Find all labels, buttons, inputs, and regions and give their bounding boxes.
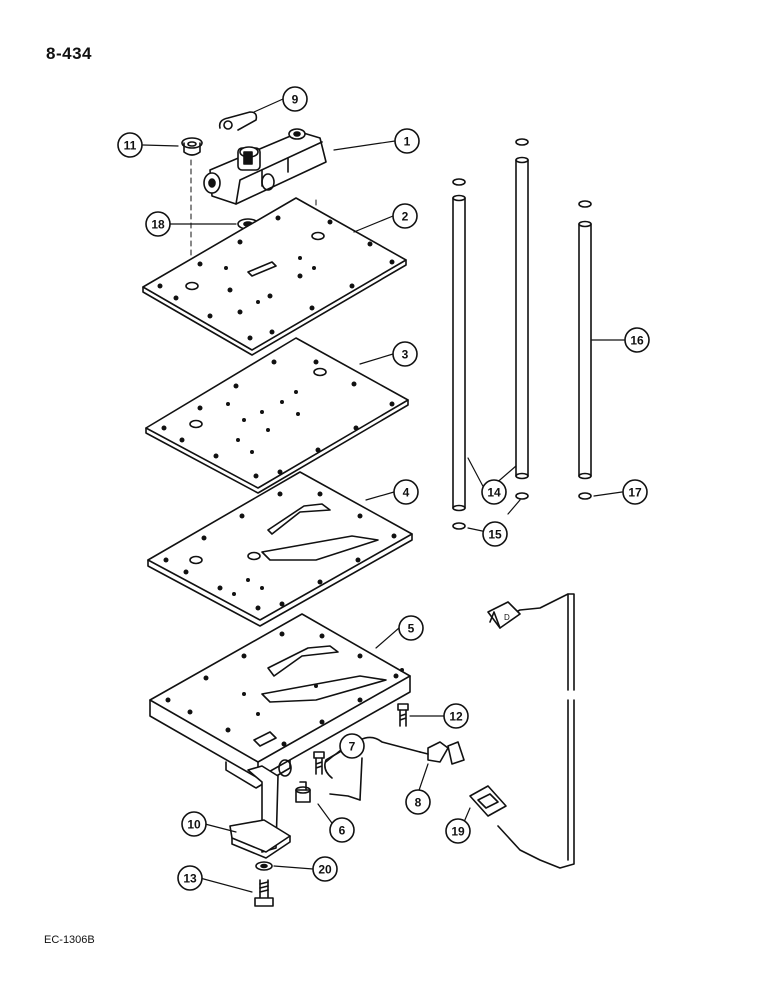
callout-15: 15: [482, 521, 508, 547]
callout-19: 19: [445, 818, 471, 844]
gasket-plate-top: [142, 197, 407, 356]
svg-text:2: 2: [402, 210, 409, 224]
washer: [255, 861, 273, 871]
callout-1: 1: [394, 128, 420, 154]
callout-4: 4: [393, 479, 419, 505]
callout-11: 11: [117, 132, 143, 158]
bolt-7: [313, 751, 325, 775]
callout-12: 12: [443, 703, 469, 729]
svg-text:10: 10: [187, 818, 201, 832]
svg-text:13: 13: [183, 872, 197, 886]
svg-text:1: 1: [404, 135, 411, 149]
svg-text:15: 15: [488, 528, 502, 542]
svg-text:7: 7: [349, 740, 356, 754]
svg-text:19: 19: [451, 825, 465, 839]
svg-text:9: 9: [292, 93, 299, 107]
rod-14-left: [452, 194, 466, 512]
callouts: 1 2 3 4 5 6 7 8 9 10 11 12 13 14 15 16 1…: [117, 86, 650, 891]
callout-6: 6: [329, 817, 355, 843]
svg-text:6: 6: [339, 824, 346, 838]
callout-8: 8: [405, 789, 431, 815]
seal-rings: [452, 138, 592, 530]
svg-text:14: 14: [487, 486, 501, 500]
svg-text:16: 16: [630, 334, 644, 348]
clip: [218, 111, 258, 131]
nut: [295, 781, 311, 803]
plate-4: [147, 471, 413, 627]
rod-16: [578, 220, 592, 480]
callout-14: 14: [481, 479, 507, 505]
rod-14-right: [515, 156, 529, 480]
bolt-12: [397, 703, 409, 727]
callout-13: 13: [177, 865, 203, 891]
svg-text:11: 11: [124, 139, 137, 153]
svg-text:4: 4: [403, 486, 410, 500]
callout-7: 7: [339, 733, 365, 759]
callout-18: 18: [145, 211, 171, 237]
base-plate: [149, 613, 411, 789]
svg-text:5: 5: [408, 622, 415, 636]
wire-harness: D: [469, 593, 575, 869]
svg-text:17: 17: [628, 486, 642, 500]
bracket: [229, 765, 291, 859]
plug: [181, 137, 203, 156]
svg-text:D: D: [504, 613, 510, 622]
bolt-13: [254, 879, 274, 907]
callout-17: 17: [622, 479, 648, 505]
valve-body: [203, 128, 327, 205]
plate-3: [145, 337, 409, 494]
leader-lines: [142, 98, 625, 893]
callout-3: 3: [392, 341, 418, 367]
svg-text:18: 18: [151, 218, 165, 232]
figure-code: EC-1306B: [44, 934, 95, 946]
svg-text:8: 8: [415, 796, 422, 810]
callout-9: 9: [282, 86, 308, 112]
callout-2: 2: [392, 203, 418, 229]
page-number: 8-434: [46, 44, 92, 63]
callout-5: 5: [398, 615, 424, 641]
svg-text:3: 3: [402, 348, 409, 362]
sensor-harness: [324, 736, 465, 801]
callout-16: 16: [624, 327, 650, 353]
callout-20: 20: [312, 856, 338, 882]
svg-text:12: 12: [449, 710, 463, 724]
callout-10: 10: [181, 811, 207, 837]
svg-text:20: 20: [318, 863, 332, 877]
